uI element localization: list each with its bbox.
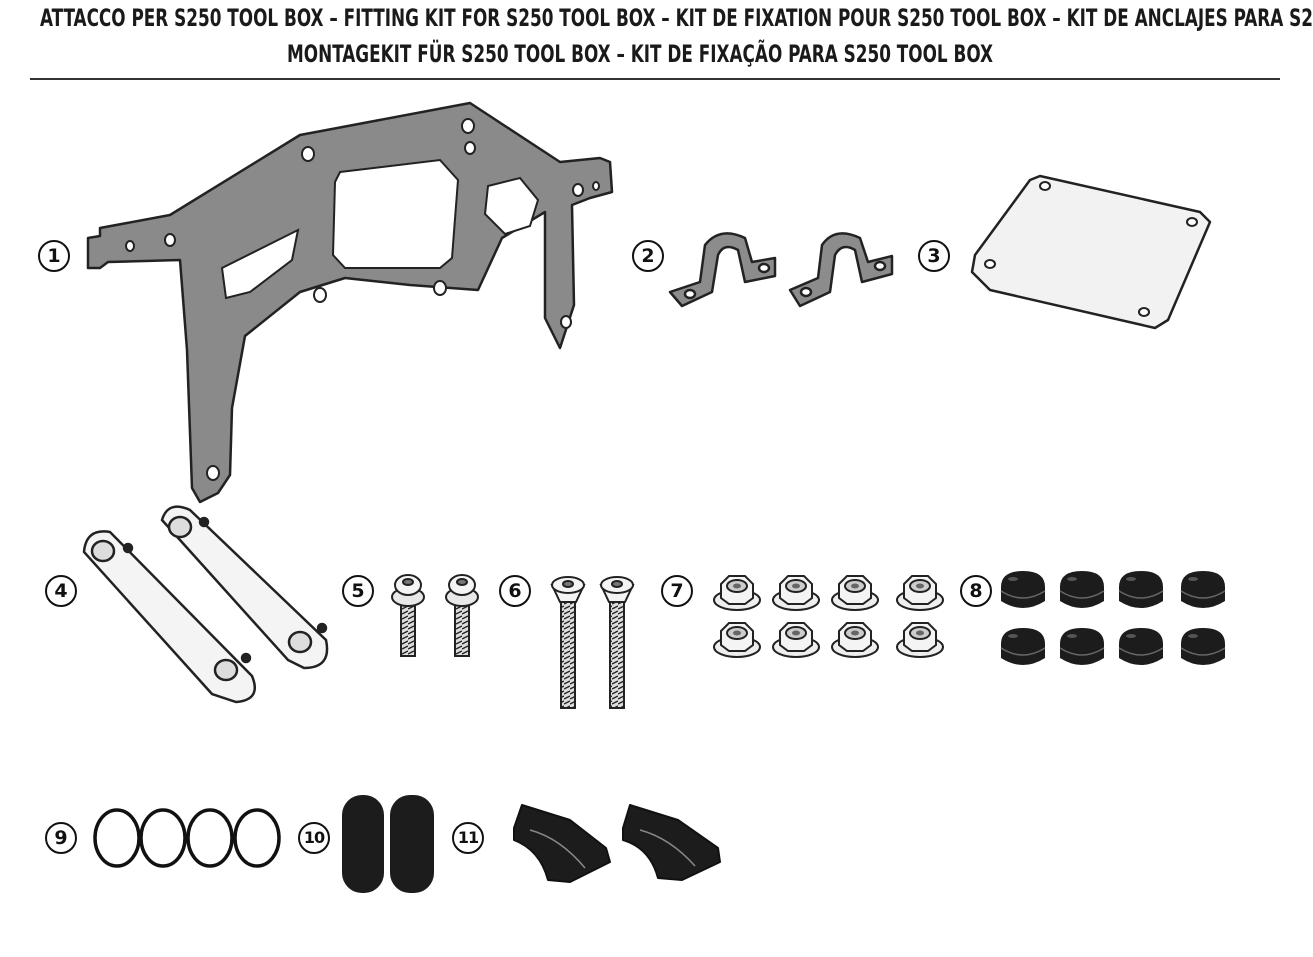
title-line-2: MONTAGEKIT FÜR S250 TOOL BOX – KIT DE FI… [287,40,993,68]
part-number-6: 6 [499,575,531,607]
cap-nut-icon [1000,570,1226,666]
flange-nut-icon [713,575,944,658]
long-screw-icon [550,576,635,709]
flat-plate-icon [970,174,1212,330]
mounting-plate-icon [86,101,614,504]
part-number-7: 7 [661,575,693,607]
part-number-9: 9 [45,822,77,854]
spacer-bar-icon [82,505,329,704]
part-number-5: 5 [342,575,374,607]
part-number-1: 1 [38,240,70,272]
part-number-11: 11 [452,822,484,854]
u-clamp-icon [668,232,894,308]
part-number-4: 4 [45,575,77,607]
part-number-2: 2 [632,240,664,272]
short-screw-icon [391,574,479,657]
rubber-saddle-icon [513,804,721,883]
part-number-3: 3 [918,240,950,272]
o-ring-icon [93,808,281,868]
part-number-8: 8 [960,575,992,607]
part-number-10: 10 [298,822,330,854]
rubber-pad-icon [342,795,434,893]
header-divider [30,78,1280,80]
